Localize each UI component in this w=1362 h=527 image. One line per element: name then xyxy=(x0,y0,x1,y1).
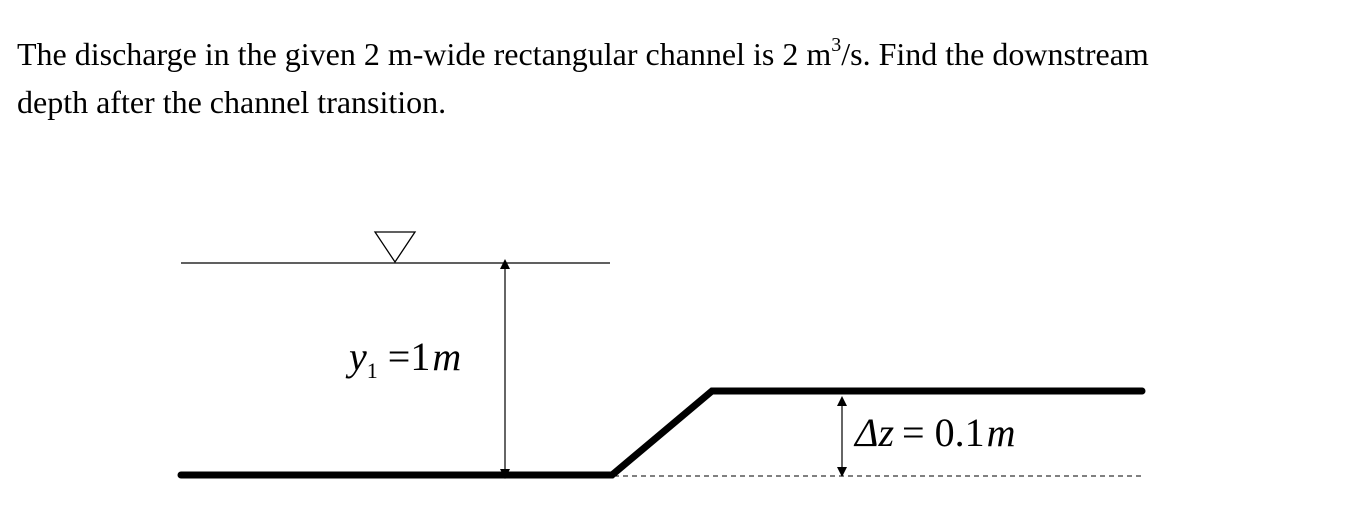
problem-text-end: /s. Find the downstream xyxy=(841,36,1149,72)
depth-variable: y xyxy=(345,334,367,379)
water-surface-symbol-icon xyxy=(373,231,417,264)
depth-label: y1 =1m xyxy=(345,334,461,383)
step-unit: m xyxy=(987,410,1016,455)
step-delta-z: Δz xyxy=(853,410,894,455)
problem-text-start: The discharge in the given 2 m-wide rect… xyxy=(17,36,832,72)
exponent: 3 xyxy=(831,34,842,57)
channel-bed xyxy=(177,387,1146,479)
step-height-label: Δz= 0.1m xyxy=(853,410,1016,455)
depth-subscript: 1 xyxy=(367,358,378,383)
step-equals-value: = 0.1 xyxy=(902,410,985,455)
problem-text-line2: depth after the channel transition. xyxy=(17,84,447,120)
depth-unit: m xyxy=(432,334,461,379)
depth-equals-value: =1 xyxy=(388,334,431,379)
problem-statement: The discharge in the given 2 m-wide rect… xyxy=(17,30,1337,126)
